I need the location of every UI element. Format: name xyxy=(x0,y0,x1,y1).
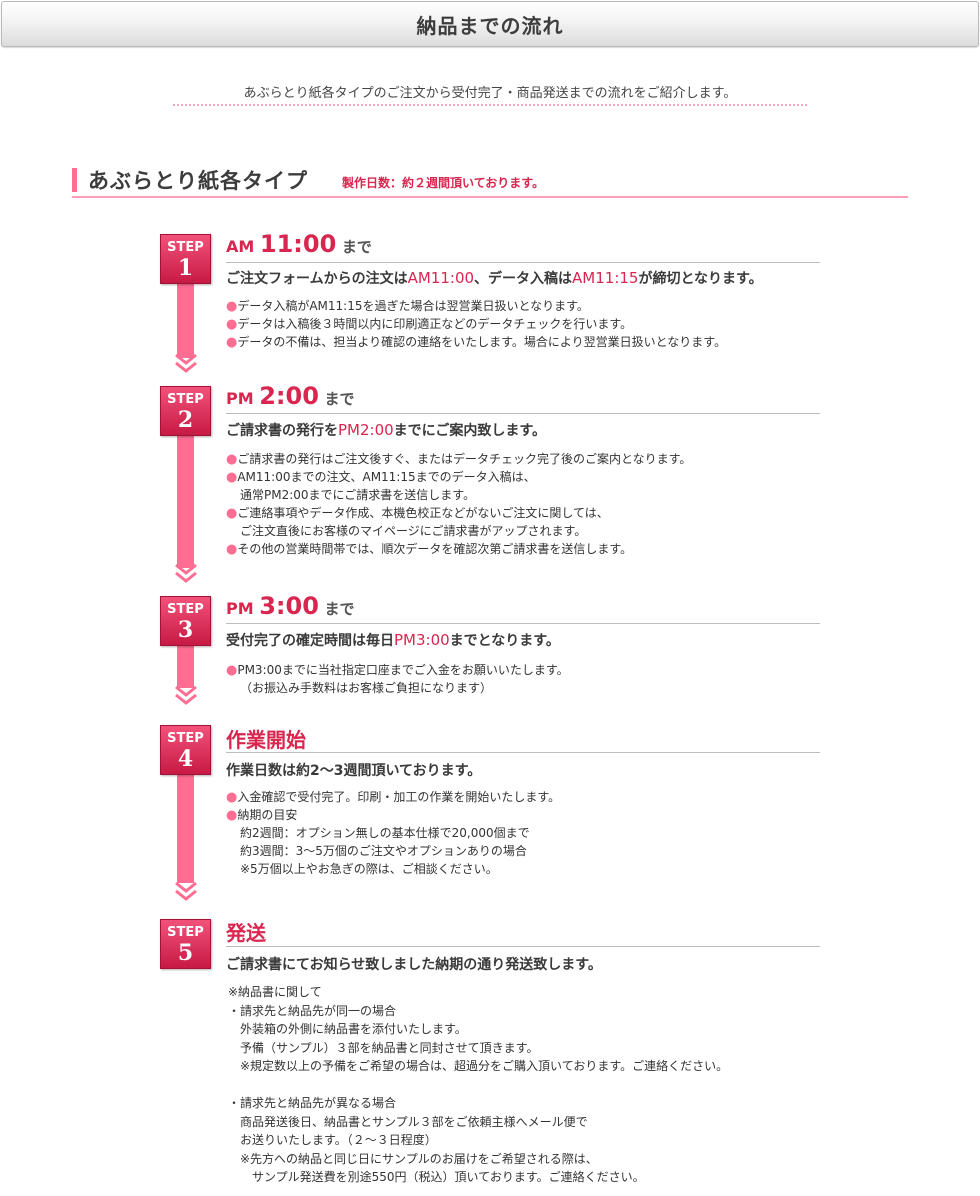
list-item: ※5万個以上やお急ぎの際は、ご相談ください。 xyxy=(240,862,498,876)
note-line: ※先方への納品と同じ日にサンプルのお届けをご希望される際は、 xyxy=(228,1151,598,1166)
note-line: 外装箱の外側に納品書を添付いたします。 xyxy=(228,1022,467,1036)
step-number: 5 xyxy=(177,940,194,966)
list-item: ●ご連絡事項やデータ作成、本機色校正などがないご注文に関しては、 xyxy=(226,506,609,521)
section-title: あぶらとり紙各タイプ xyxy=(88,169,308,193)
step-bullets-1: ●データ入稿がAM11:15を過ぎた場合は翌営業日扱いとなります。 ●データは入… xyxy=(226,297,726,351)
page-title-bar: 納品までの流れ xyxy=(1,1,979,47)
step-lead-4: 作業日数は約2〜3週間頂いております。 xyxy=(226,763,482,779)
note-line: サンプル発送費を別途550円（税込）頂いております。ご連絡ください。 xyxy=(228,1170,645,1184)
step-label: STEP xyxy=(167,392,204,407)
step-title-3: PM 3:00 まで xyxy=(226,592,355,620)
step-title-rule xyxy=(226,946,820,947)
note-line: お送りいたします。（２〜３日程度） xyxy=(228,1133,437,1147)
section-marker xyxy=(72,168,77,192)
step-label: STEP xyxy=(167,240,204,255)
step-number: 2 xyxy=(177,407,194,433)
step-title-rule xyxy=(226,752,820,753)
step-label: STEP xyxy=(167,731,204,746)
list-item: ●ご請求書の発行はご注文後すぐ、またはデータチェック完了後のご案内となります。 xyxy=(226,452,692,467)
note-line: ※納品書に関して xyxy=(228,985,322,999)
step-title-4: 作業開始 xyxy=(226,728,306,752)
step-number: 3 xyxy=(177,617,194,643)
list-item: ●データの不備は、担当より確認の連絡をいたします。場合により翌営業日扱いとなりま… xyxy=(226,335,727,350)
timeline-connector xyxy=(177,646,194,688)
list-item: ご注文直後にお客様のマイページにご請求書がアップされます。 xyxy=(240,524,587,538)
list-item: 通常PM2:00までにご請求書を送信します。 xyxy=(240,488,476,502)
step-label: STEP xyxy=(167,925,204,940)
note-line: 予備（サンプル）３部を納品書と同封させて頂きます。 xyxy=(228,1040,539,1055)
list-item: ●データ入稿がAM11:15を過ぎた場合は翌営業日扱いとなります。 xyxy=(226,299,589,314)
list-item: 約2週間：オプション無しの基本仕様で20,000個まで xyxy=(240,826,530,840)
step-title-5: 発送 xyxy=(226,921,266,945)
list-item: ●納期の目安 xyxy=(226,808,298,823)
step-badge-5: STEP 5 xyxy=(160,919,211,969)
step-number: 1 xyxy=(177,255,194,281)
chevron-down-icon xyxy=(175,881,197,901)
step-badge-1: STEP 1 xyxy=(160,234,211,284)
step-lead-3: 受付完了の確定時間は毎日PM3:00までとなります。 xyxy=(226,631,560,649)
step-lead-2: ご請求書の発行をPM2:00までにご案内致します。 xyxy=(226,421,546,439)
chevron-down-icon xyxy=(175,353,197,373)
production-days: 製作日数：約２週間頂いております。 xyxy=(342,176,545,190)
note-line: ・請求先と納品先が同一の場合 xyxy=(228,1003,397,1018)
step-badge-4: STEP 4 xyxy=(160,725,211,775)
intro-text: あぶらとり紙各タイプのご注文から受付完了・商品発送までの流れをご紹介します。 xyxy=(243,86,737,101)
delivery-notes: ※納品書に関して・請求先と納品先が同一の場合 外装箱の外側に納品書を添付いたしま… xyxy=(228,983,728,1187)
step-number: 4 xyxy=(177,746,194,772)
note-line: ※規定数以上の予備をご希望の場合は、超過分をご購入頂いております。ご連絡ください… xyxy=(228,1059,729,1073)
step-badge-2: STEP 2 xyxy=(160,386,211,436)
section-rule xyxy=(72,196,908,198)
page-title: 納品までの流れ xyxy=(416,13,564,38)
timeline-connector xyxy=(177,284,194,358)
step-bullets-4: ●入金確認で受付完了。印刷・加工の作業を開始いたします。 ●納期の目安 約2週間… xyxy=(226,788,560,878)
step-bullets-3: ●PM3:00までに当社指定口座までご入金をお願いいたします。 （お振込み手数料… xyxy=(226,661,569,697)
step-lead-1: ご注文フォームからの注文はAM11:00、データ入稿はAM11:15が締切となり… xyxy=(226,269,763,287)
list-item: ●PM3:00までに当社指定口座までご入金をお願いいたします。 xyxy=(226,663,569,678)
step-title-1: AM 11:00 まで xyxy=(226,230,372,258)
timeline-connector xyxy=(177,775,194,883)
note-line: ・請求先と納品先が異なる場合 xyxy=(228,1096,397,1110)
step-label: STEP xyxy=(167,602,204,617)
step-title-rule xyxy=(226,623,820,624)
step-lead-5: ご請求書にてお知らせ致しました納期の通り発送致します。 xyxy=(226,957,602,973)
list-item: （お振込み手数料はお客様ご負担になります） xyxy=(240,681,493,695)
list-item: 約3週間：3〜5万個のご注文やオプションありの場合 xyxy=(240,844,527,858)
step-bullets-2: ●ご請求書の発行はご注文後すぐ、またはデータチェック完了後のご案内となります。 … xyxy=(226,450,691,558)
intro-divider xyxy=(173,104,807,106)
list-item: ●その他の営業時間帯では、順次データを確認次第ご請求書を送信します。 xyxy=(226,542,633,557)
chevron-down-icon xyxy=(175,685,197,705)
step-title-rule xyxy=(226,262,820,263)
note-line: 商品発送後日、納品書とサンプル３部をご依頼主様へメール便で xyxy=(228,1114,588,1129)
note-line xyxy=(228,1076,728,1095)
step-title-rule xyxy=(226,413,820,414)
list-item: ●入金確認で受付完了。印刷・加工の作業を開始いたします。 xyxy=(226,790,561,805)
step-title-2: PM 2:00 まで xyxy=(226,382,355,410)
list-item: ●AM11:00までの注文、AM11:15までのデータ入稿は、 xyxy=(226,470,536,485)
chevron-down-icon xyxy=(175,563,197,583)
step-badge-3: STEP 3 xyxy=(160,596,211,646)
section-header: あぶらとり紙各タイプ 製作日数：約２週間頂いております。 xyxy=(72,165,908,199)
timeline-connector xyxy=(177,436,194,568)
list-item: ●データは入稿後３時間以内に印刷適正などのデータチェックを行います。 xyxy=(226,317,633,332)
